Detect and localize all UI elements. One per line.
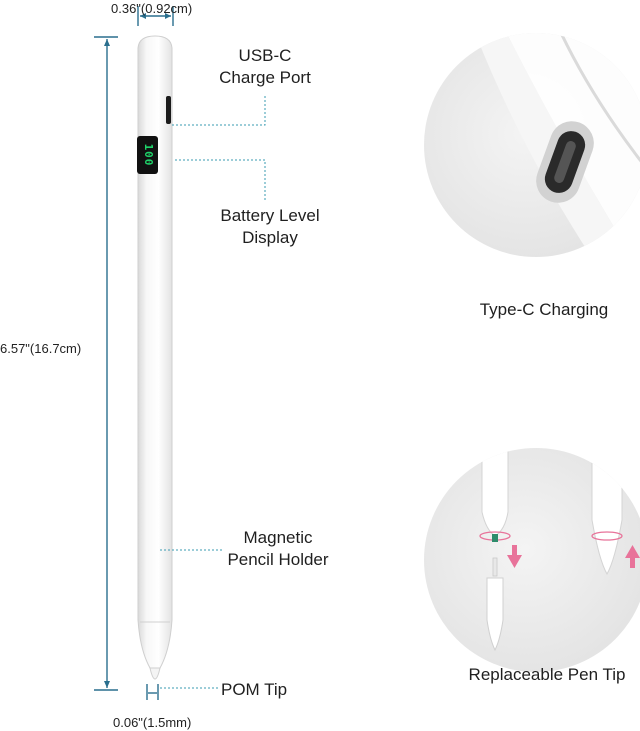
length-dimension — [94, 36, 118, 691]
length-dimension-label: 6.57"(16.7cm) — [0, 341, 82, 356]
stylus-pen — [137, 35, 173, 680]
usb-c-callout: USB-C Charge Port — [206, 45, 324, 89]
width-dimension — [137, 6, 174, 26]
magnetic-callout: Magnetic Pencil Holder — [208, 527, 348, 571]
insert-arrow-icon — [625, 545, 640, 568]
magnetic-callout-line1: Magnetic — [243, 528, 313, 547]
battery-callout-line1: Battery Level — [220, 206, 320, 225]
usb-c-callout-line1: USB-C — [238, 46, 292, 65]
battery-callout: Battery Level Display — [200, 205, 340, 249]
replaceable-tip-closeup — [424, 448, 640, 672]
replaceable-tip-caption: Replaceable Pen Tip — [468, 665, 626, 684]
magnetic-callout-line2: Pencil Holder — [227, 550, 329, 569]
pom-tip-callout: POM Tip — [221, 680, 288, 699]
type-c-caption: Type-C Charging — [479, 300, 609, 319]
tip-dimension-label: 0.06"(1.5mm) — [113, 715, 192, 730]
remove-arrow-icon — [507, 545, 522, 568]
battery-callout-line2: Display — [242, 228, 298, 247]
width-dimension-label: 0.36"(0.92cm) — [111, 1, 193, 16]
usb-c-callout-line2: Charge Port — [219, 68, 311, 87]
battery-level-readout: 100 — [142, 143, 155, 167]
callout-lines — [160, 96, 266, 689]
tip-dimension — [146, 684, 159, 700]
usb-c-port — [166, 96, 171, 124]
battery-display — [137, 136, 158, 174]
type-c-closeup — [424, 33, 640, 257]
